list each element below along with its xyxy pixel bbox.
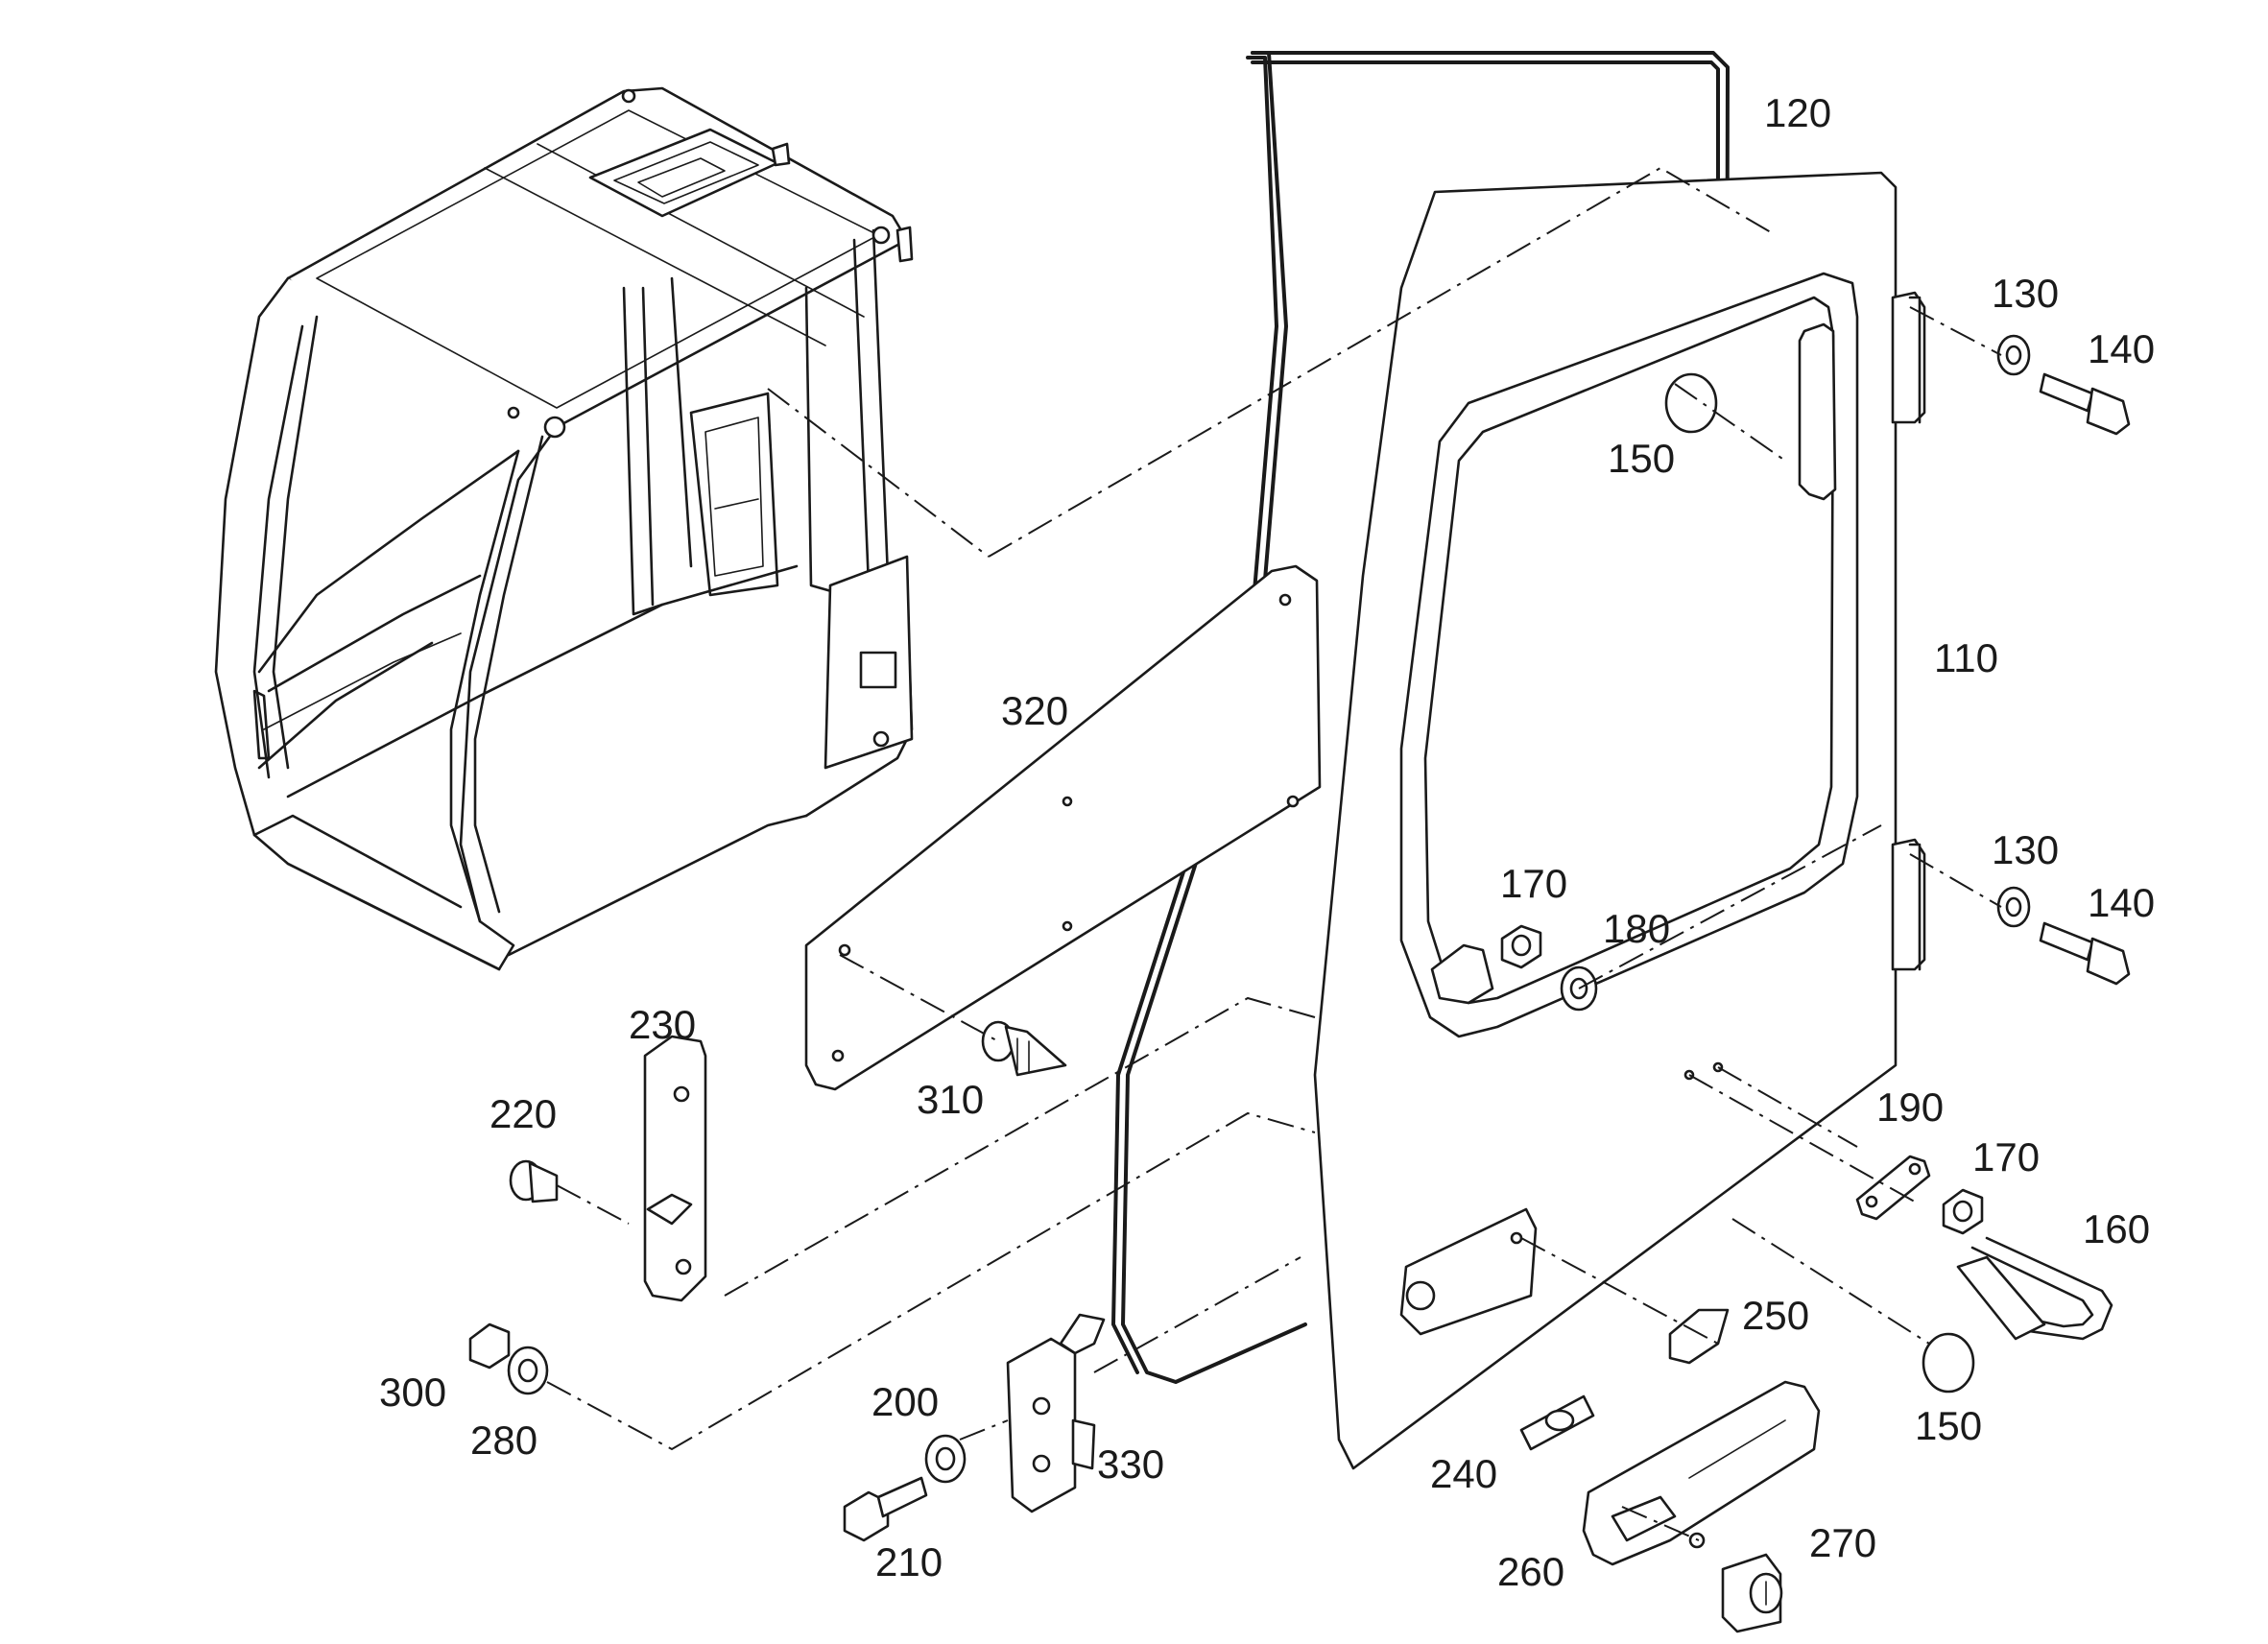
cab-lock-icon (859, 651, 897, 689)
bolt-210 (843, 1476, 928, 1542)
callout-280: 280 (470, 1418, 537, 1463)
callout-330: 330 (1097, 1441, 1164, 1487)
washer-200 (924, 1434, 967, 1484)
cab-assembly (214, 86, 914, 971)
callout-260: 260 (1497, 1549, 1564, 1594)
door-panel-110 (1313, 171, 1926, 1470)
nut-300 (468, 1322, 511, 1370)
callout-120: 120 (1764, 90, 1831, 135)
bolt-140-upper (2039, 372, 2131, 436)
leader-lines (546, 166, 2002, 1541)
callout-140-upper: 140 (2088, 326, 2155, 371)
grab-handle-160 (1956, 1236, 2113, 1341)
cover-240 (1519, 1394, 1595, 1451)
lock-cylinder-270 (1688, 1532, 1783, 1633)
callout-300: 300 (379, 1370, 446, 1415)
washer-280 (507, 1346, 549, 1395)
plug-150-upper (1664, 372, 1718, 434)
callout-150-upper: 150 (1608, 436, 1675, 481)
callout-180: 180 (1603, 906, 1670, 951)
outer-handle-260 (1582, 1380, 1821, 1566)
pad-250 (1668, 1308, 1730, 1365)
washer-130-upper (1996, 334, 2031, 376)
latch-330 (1006, 1313, 1106, 1513)
callout-150-lower: 150 (1915, 1403, 1982, 1448)
callout-130-upper: 130 (1992, 271, 2059, 316)
callout-140-lower: 140 (2088, 880, 2155, 925)
callout-320: 320 (1001, 688, 1068, 733)
plug-150-lower (1922, 1332, 1975, 1394)
callout-210: 210 (875, 1539, 943, 1584)
striker-plate-230 (643, 1035, 707, 1302)
callout-220: 220 (489, 1091, 557, 1136)
callout-190: 190 (1876, 1084, 1944, 1130)
callout-170-lower: 170 (1972, 1134, 2040, 1179)
nut-170-upper (1500, 924, 1542, 969)
callout-240: 240 (1430, 1451, 1497, 1496)
callout-110: 110 (1934, 635, 1998, 680)
push-clip-310 (981, 1020, 1067, 1077)
callout-250: 250 (1742, 1293, 1809, 1338)
callout-270: 270 (1809, 1520, 1876, 1565)
callout-310: 310 (917, 1077, 984, 1122)
bolt-140-lower (2039, 921, 2131, 986)
callout-130-lower: 130 (1992, 827, 2059, 872)
plate-190 (1855, 1155, 1931, 1221)
callout-230: 230 (629, 1002, 696, 1047)
callout-200: 200 (871, 1379, 939, 1424)
callout-labels: 120 130 140 150 110 320 130 140 170 180 … (379, 90, 2155, 1594)
trim-panel-320 (804, 564, 1322, 1091)
nut-170-lower (1942, 1188, 1984, 1235)
callout-170-upper: 170 (1500, 861, 1567, 906)
bolt-220 (509, 1159, 559, 1203)
washer-130-lower (1996, 886, 2031, 928)
callout-160: 160 (2083, 1206, 2150, 1251)
